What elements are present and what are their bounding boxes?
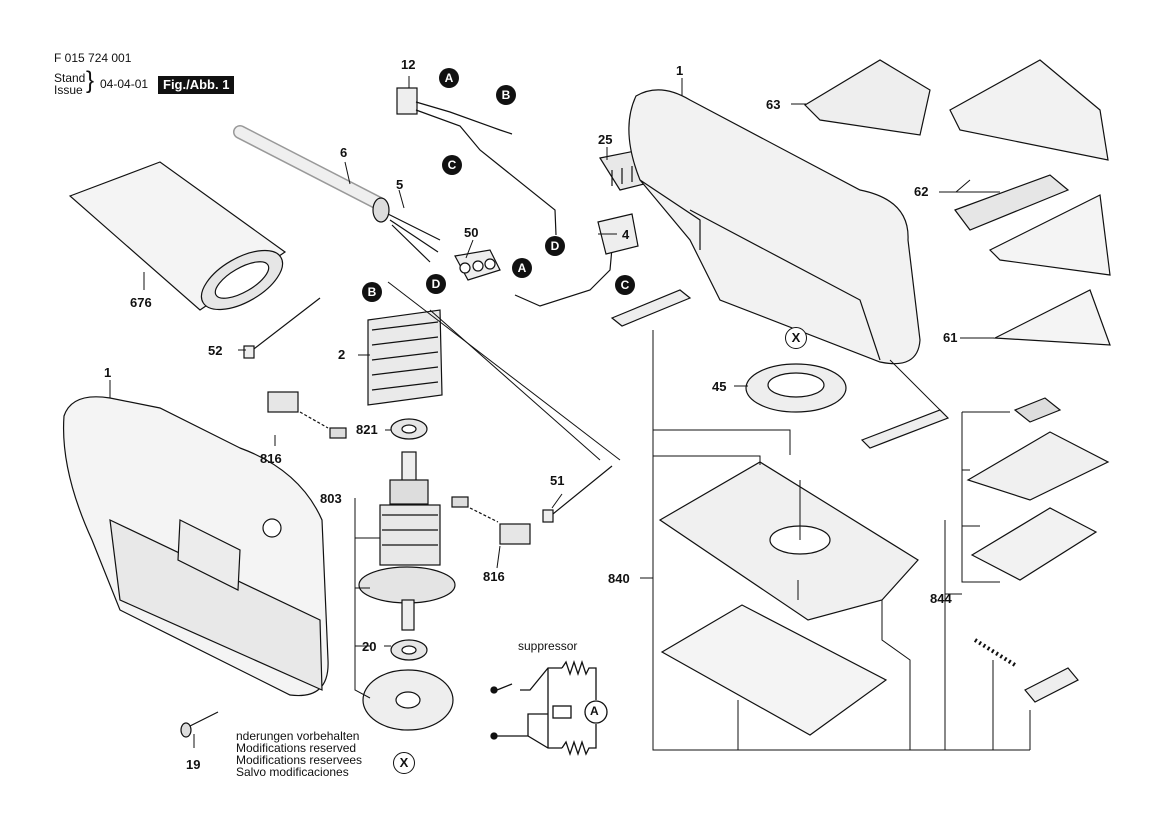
- issue-label: Issue: [54, 83, 83, 97]
- document-number: F 015 724 001: [54, 51, 132, 65]
- connector-b-coil: B: [362, 282, 382, 302]
- connector-d-top: D: [545, 236, 565, 256]
- suppressor-label: suppressor: [518, 639, 578, 653]
- detail-pad: [966, 397, 1110, 581]
- part-5: 5: [396, 177, 404, 192]
- part-821: 821: [356, 422, 378, 437]
- connector-x-seal: X: [785, 327, 807, 349]
- leader-lines: [109, 76, 1031, 751]
- part-45: 45: [712, 379, 727, 394]
- terminal-block: [454, 249, 501, 281]
- connector-d-coil: D: [426, 274, 446, 294]
- part-25: 25: [598, 132, 613, 147]
- issue-date: 04-04-01: [100, 77, 149, 91]
- part-62: 62: [914, 184, 929, 199]
- part-803: 803: [320, 491, 342, 506]
- suppressor-schematic: [490, 659, 608, 757]
- part-6: 6: [340, 145, 348, 160]
- connector-a-terminal: A: [512, 258, 532, 278]
- stand-label: Stand: [54, 71, 86, 85]
- connector-x-fan: X: [393, 752, 415, 774]
- housing: [628, 89, 921, 365]
- figure-label: Fig./Abb. 1: [158, 76, 235, 94]
- base-plate: [658, 461, 919, 621]
- part-20: 20: [362, 639, 377, 654]
- brush-holders: [243, 297, 613, 545]
- fan: [362, 669, 454, 731]
- note-line-1: nderungen vorbehalten: [236, 729, 360, 743]
- part-52: 52: [208, 343, 223, 358]
- armature: [358, 451, 456, 631]
- sanding-sheet: [660, 604, 888, 736]
- note-line-4: Salvo modificaciones: [236, 765, 349, 779]
- part-19: 19: [186, 757, 201, 772]
- part-816-right: 816: [483, 569, 505, 584]
- part-816-left: 816: [260, 451, 282, 466]
- note-line-2: Modifications reserved: [236, 741, 357, 755]
- part-4: 4: [622, 227, 630, 242]
- lock-spring: [973, 638, 1079, 703]
- part-51: 51: [550, 473, 565, 488]
- part-840: 840: [608, 571, 630, 586]
- part-63: 63: [766, 97, 781, 112]
- part-12: 12: [401, 57, 416, 72]
- dust-bag: [68, 161, 287, 311]
- brace: }: [86, 67, 95, 94]
- connector-c-switch: C: [615, 275, 635, 295]
- part-1-sander: 1: [104, 365, 112, 380]
- part-844: 844: [930, 591, 952, 606]
- field-coil: [367, 309, 443, 406]
- motor-symbol: A: [590, 704, 599, 718]
- part-50: 50: [464, 225, 479, 240]
- sander-assembled: [62, 396, 329, 697]
- connector-c-top: C: [442, 155, 462, 175]
- connector-a-top: A: [439, 68, 459, 88]
- internal-wires: [396, 87, 613, 307]
- bearing-20: [390, 639, 428, 661]
- bearing-821: [390, 418, 428, 440]
- connector-b-top: B: [496, 85, 516, 105]
- clamp-brackets: [610, 289, 950, 449]
- screw: [180, 711, 219, 738]
- part-2: 2: [338, 347, 346, 362]
- part-676: 676: [130, 295, 152, 310]
- part-1-housing: 1: [676, 63, 684, 78]
- power-cord: [233, 125, 441, 263]
- dust-seal: [745, 363, 847, 413]
- part-61: 61: [943, 330, 958, 345]
- delta-attachment: [804, 59, 1111, 346]
- note-line-3: Modifications reservees: [236, 753, 363, 767]
